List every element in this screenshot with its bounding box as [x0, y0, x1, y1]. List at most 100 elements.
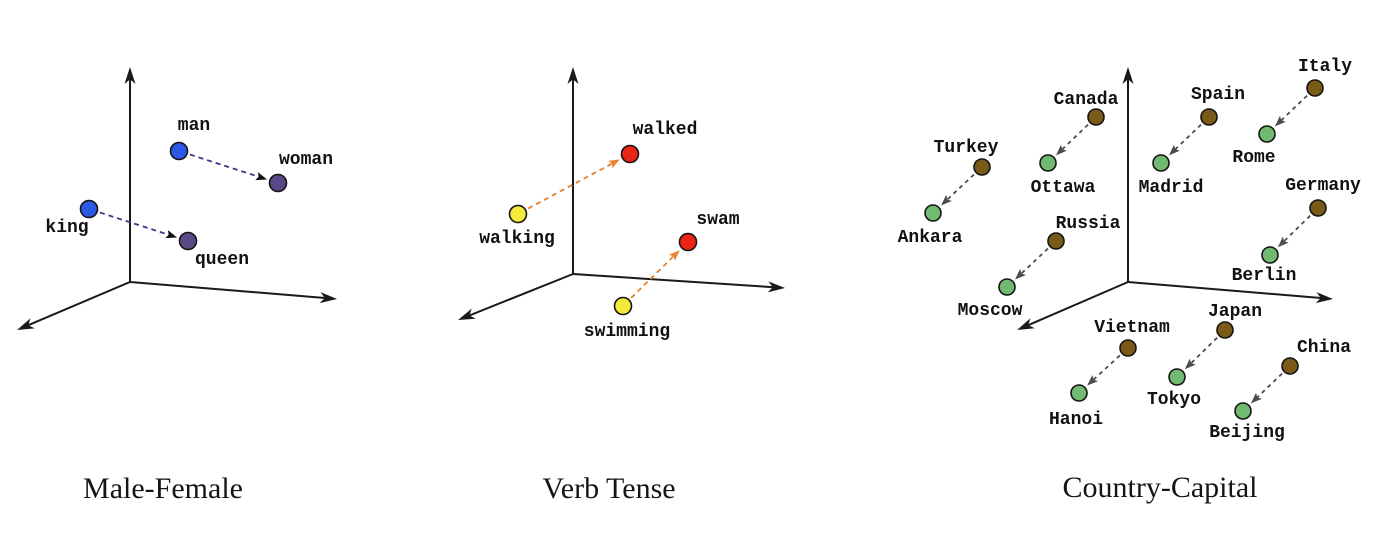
y-axis-arrowhead-icon [124, 67, 136, 84]
vector-arrowhead-icon [1168, 144, 1180, 156]
z-axis-line [465, 273, 574, 318]
point-label-japan: Japan [1208, 302, 1262, 322]
z-axis-arrowhead-icon [17, 318, 35, 330]
z-axis-line [1024, 281, 1129, 328]
vector-arrowhead-icon [608, 159, 620, 169]
point-spain [1200, 108, 1218, 126]
x-axis-line [1127, 281, 1325, 300]
point-moscow [998, 278, 1016, 296]
point-swam [678, 232, 698, 252]
x-axis-line [129, 281, 329, 300]
x-axis-arrowhead-icon [1315, 292, 1333, 304]
vector-arrowhead-icon [1015, 268, 1026, 280]
vector-arrowhead-icon [1250, 392, 1262, 404]
x-axis-line [572, 273, 777, 289]
point-berlin [1261, 246, 1279, 264]
point-man [169, 141, 189, 161]
x-axis-arrowhead-icon [319, 292, 337, 304]
point-label-king: king [45, 218, 88, 238]
point-label-ottawa: Ottawa [1031, 178, 1096, 198]
z-axis-line [24, 281, 131, 328]
point-woman [268, 173, 288, 193]
point-king [79, 199, 99, 219]
vector-arrow-japan-to-tokyo [1189, 337, 1218, 365]
vector-arrow-man-to-woman [189, 153, 260, 178]
y-axis-arrowhead-icon [567, 67, 579, 84]
point-label-berlin: Berlin [1232, 266, 1297, 286]
point-label-swimming: swimming [584, 322, 670, 342]
vector-arrow-king-to-queen [99, 211, 170, 236]
vector-arrow-turkey-to-ankara [946, 173, 975, 201]
vector-arrowhead-icon [1274, 115, 1286, 127]
y-axis-arrowhead-icon [1122, 67, 1134, 84]
panel-title-verb-tense: Verb Tense [542, 472, 675, 505]
point-label-canada: Canada [1054, 90, 1119, 110]
point-label-swam: swam [696, 210, 739, 230]
point-canada [1087, 108, 1105, 126]
vector-arrowhead-icon [165, 230, 178, 239]
vector-arrowhead-icon [669, 250, 680, 261]
point-swimming [613, 296, 633, 316]
point-label-hanoi: Hanoi [1049, 410, 1103, 430]
point-label-ankara: Ankara [898, 228, 963, 248]
point-china [1281, 357, 1299, 375]
point-madrid [1152, 154, 1170, 172]
vector-arrowhead-icon [1277, 236, 1289, 248]
point-tokyo [1168, 368, 1186, 386]
point-label-walking: walking [479, 229, 555, 249]
vector-arrow-china-to-beijing [1256, 372, 1283, 399]
vector-arrow-canada-to-ottawa [1061, 123, 1089, 151]
point-walked [620, 144, 640, 164]
point-label-moscow: Moscow [958, 301, 1023, 321]
z-axis-arrowhead-icon [1017, 318, 1035, 330]
vector-arrow-germany-to-berlin [1282, 215, 1311, 243]
z-axis-arrowhead-icon [458, 308, 476, 320]
point-ankara [924, 204, 942, 222]
point-label-beijing: Beijing [1209, 423, 1285, 443]
panel-title-country-capital: Country-Capital [1063, 471, 1258, 504]
point-label-spain: Spain [1191, 85, 1245, 105]
point-label-queen: queen [195, 250, 249, 270]
point-vietnam [1119, 339, 1137, 357]
point-label-madrid: Madrid [1139, 178, 1204, 198]
vector-arrow-spain-to-madrid [1174, 123, 1202, 151]
vector-arrowhead-icon [255, 172, 268, 181]
x-axis-arrowhead-icon [767, 281, 785, 293]
point-italy [1306, 79, 1324, 97]
vector-arrow-walking-to-walked [527, 162, 614, 210]
point-label-woman: woman [279, 150, 333, 170]
vector-arrowhead-icon [1055, 144, 1067, 156]
point-japan [1216, 321, 1234, 339]
point-walking [508, 204, 528, 224]
vector-arrowhead-icon [1184, 358, 1196, 370]
point-rome [1258, 125, 1276, 143]
vector-arrow-swimming-to-swam [630, 255, 675, 299]
vector-arrowhead-icon [941, 194, 952, 206]
point-label-vietnam: Vietnam [1094, 318, 1170, 338]
point-label-germany: Germany [1285, 176, 1361, 196]
vector-arrow-italy-to-rome [1280, 94, 1308, 122]
point-label-tokyo: Tokyo [1147, 390, 1201, 410]
vector-arrow-russia-to-moscow [1020, 247, 1049, 275]
point-label-italy: Italy [1298, 57, 1352, 77]
point-ottawa [1039, 154, 1057, 172]
point-label-russia: Russia [1056, 214, 1121, 234]
point-germany [1309, 199, 1327, 217]
point-turkey [973, 158, 991, 176]
point-beijing [1234, 402, 1252, 420]
point-russia [1047, 232, 1065, 250]
point-hanoi [1070, 384, 1088, 402]
panel-title-male-female: Male-Female [83, 472, 243, 505]
vector-arrow-vietnam-to-hanoi [1092, 354, 1121, 381]
point-label-china: China [1297, 338, 1351, 358]
point-label-walked: walked [633, 120, 698, 140]
point-label-turkey: Turkey [934, 138, 999, 158]
vector-arrowhead-icon [1087, 375, 1099, 386]
point-label-rome: Rome [1232, 148, 1275, 168]
point-label-man: man [178, 116, 210, 136]
